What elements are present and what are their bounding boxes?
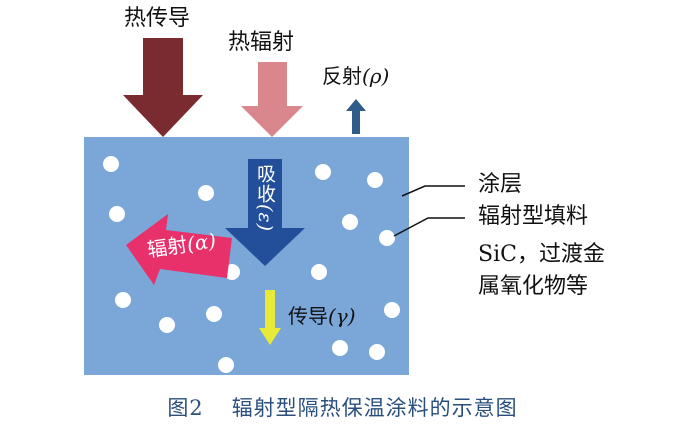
filler-particle xyxy=(342,214,358,230)
filler-particle xyxy=(109,206,125,222)
absorption-arrow xyxy=(225,159,305,266)
filler-examples-line2: 属氧化物等 xyxy=(478,274,589,299)
figure-number: 图2 xyxy=(167,396,204,420)
filler-particle xyxy=(159,317,175,333)
filler-particle xyxy=(367,172,383,188)
filler-particles xyxy=(103,156,400,373)
filler-particle xyxy=(311,264,327,280)
conduction-text: 传导 xyxy=(288,304,328,328)
filler-examples-line1: SiC，过渡金 xyxy=(478,242,605,267)
reflection-label: 反射(ρ) xyxy=(322,66,389,86)
filler-particle xyxy=(198,185,214,201)
filler-particle xyxy=(115,292,131,308)
filler-particle xyxy=(315,164,331,180)
absorption-label: 吸收(ε) xyxy=(254,164,276,233)
filler-particle xyxy=(218,357,234,373)
reflection-symbol: (ρ) xyxy=(362,64,390,88)
filler-particle xyxy=(103,156,119,172)
heat-conduction-label: 热传导 xyxy=(124,6,191,31)
filler-particle xyxy=(332,340,348,356)
filler-particle xyxy=(369,344,385,360)
coating-layer xyxy=(84,137,409,375)
coating-legend-label: 涂层 xyxy=(478,172,523,197)
coating-leader-line xyxy=(401,185,465,197)
filler-particle xyxy=(379,230,395,246)
conduction-arrow xyxy=(259,290,281,345)
reflection-arrow xyxy=(346,99,366,134)
absorption-symbol: (ε) xyxy=(254,204,276,233)
figure-caption-text: 辐射型隔热保温涂料的示意图 xyxy=(231,396,518,420)
radiation-symbol: (α) xyxy=(185,228,218,257)
filler-particle xyxy=(206,306,222,322)
figure-caption: 图2 辐射型隔热保温涂料的示意图 xyxy=(0,392,685,422)
heat-radiation-arrow xyxy=(241,62,303,137)
heat-conduction-arrow xyxy=(123,38,203,137)
filler-legend-label: 辐射型填料 xyxy=(478,204,589,229)
conduction-symbol: (γ) xyxy=(328,304,356,328)
reflection-text: 反射 xyxy=(322,64,362,88)
heat-radiation-label: 热辐射 xyxy=(228,30,295,55)
radiation-arrow xyxy=(126,214,232,285)
absorption-text: 吸收 xyxy=(254,164,276,204)
filler-particle xyxy=(384,302,400,318)
conduction-label: 传导(γ) xyxy=(288,306,356,326)
filler-leader-line xyxy=(393,217,465,237)
